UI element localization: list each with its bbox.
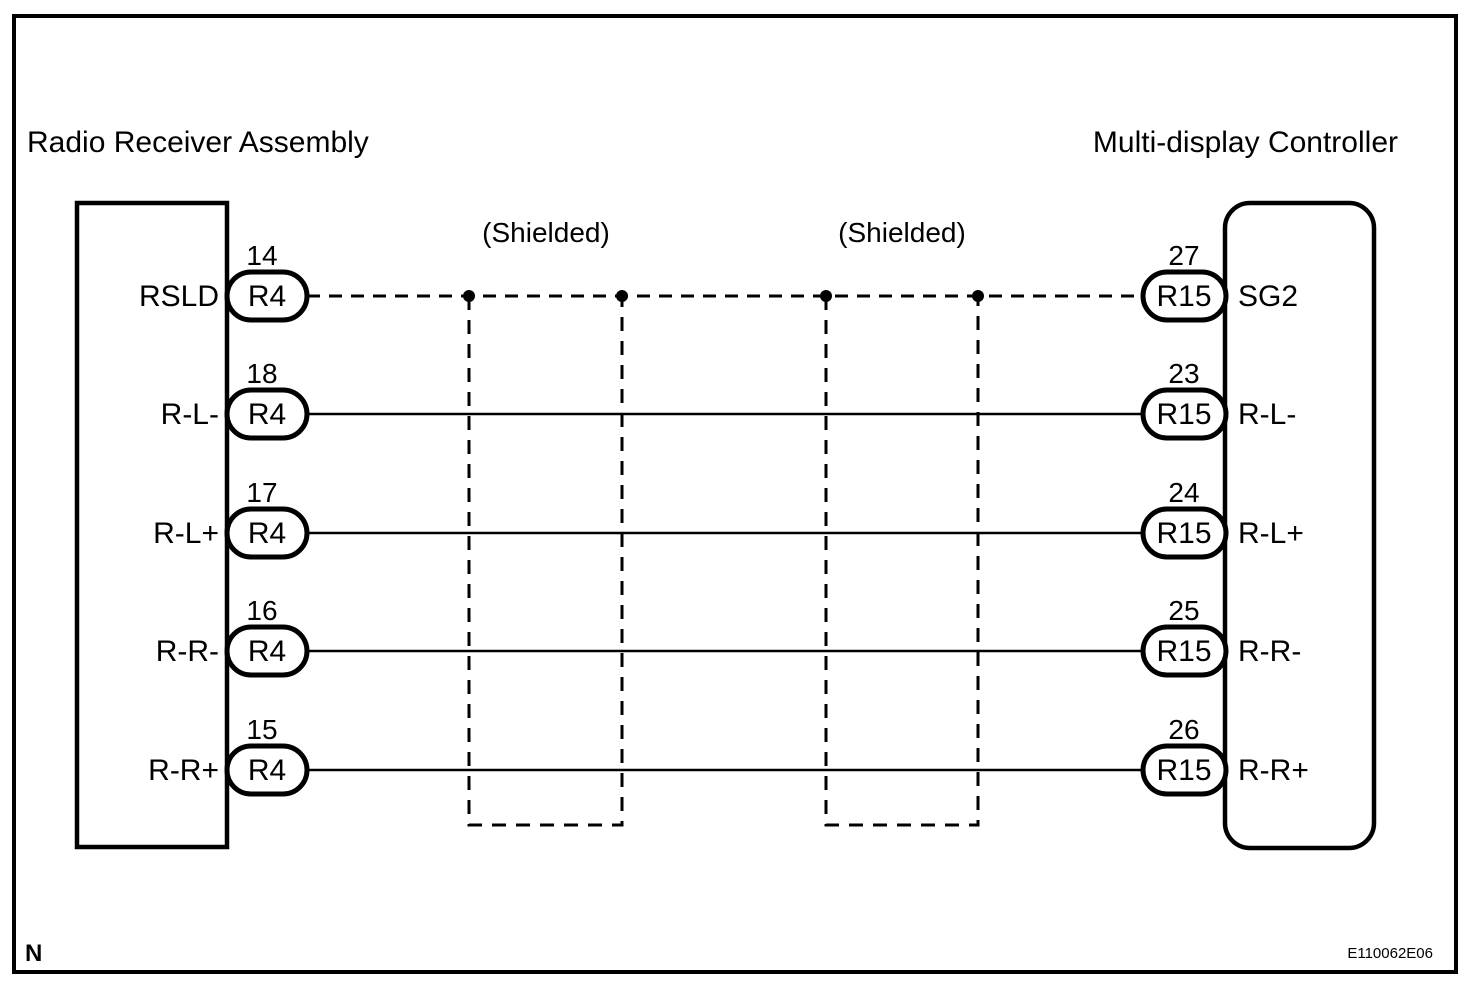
left-signal-label: RSLD (139, 280, 219, 313)
shield-junction-dot (820, 290, 832, 302)
left-pin-terminal (224, 269, 310, 323)
right-pin-number: 26 (1168, 714, 1199, 745)
left-pin-terminal (224, 506, 310, 560)
wire-row: 18 R4 R-L- 23 R15 R-L- (161, 358, 1296, 441)
left-connector-code: R4 (248, 517, 286, 550)
left-component-title: Radio Receiver Assembly (27, 126, 369, 159)
right-pin-terminal (1140, 624, 1229, 678)
wire-row: 14 R4 RSLD 27 R15 SG2 (139, 240, 1298, 323)
right-connector-code: R15 (1156, 754, 1211, 787)
left-signal-label: R-R- (156, 635, 219, 668)
left-connector-code: R4 (248, 280, 286, 313)
left-connector-code: R4 (248, 398, 286, 431)
right-signal-label: R-L- (1238, 398, 1296, 431)
right-pin-number: 24 (1168, 477, 1199, 508)
left-connector-code: R4 (248, 754, 286, 787)
note-marker: N (25, 940, 42, 967)
left-signal-label: R-L- (161, 398, 219, 431)
right-connector-code: R15 (1156, 635, 1211, 668)
left-pin-number: 16 (246, 595, 277, 626)
left-pin-terminal (224, 387, 310, 441)
left-pin-terminal (224, 743, 310, 797)
wire-row: 17 R4 R-L+ 24 R15 R-L+ (153, 477, 1304, 560)
left-pin-number: 14 (246, 240, 277, 271)
left-pin-number: 18 (246, 358, 277, 389)
right-pin-terminal (1140, 269, 1229, 323)
wire-row: 16 R4 R-R- 25 R15 R-R- (156, 595, 1301, 678)
diagram-border (12, 14, 1458, 974)
shield-junction-dot (616, 290, 628, 302)
shield-junction-dot (972, 290, 984, 302)
right-signal-label: R-R+ (1238, 754, 1309, 787)
figure-code: E110062E06 (1347, 945, 1433, 962)
shield-junction-dot (463, 290, 475, 302)
shield-label: (Shielded) (838, 217, 966, 248)
right-connector-code: R15 (1156, 398, 1211, 431)
wire-row: 15 R4 R-R+ 26 R15 R-R+ (148, 714, 1309, 797)
left-signal-label: R-L+ (153, 517, 219, 550)
right-signal-label: R-R- (1238, 635, 1301, 668)
right-signal-label: SG2 (1238, 280, 1298, 313)
left-pin-number: 15 (246, 714, 277, 745)
right-pin-terminal (1140, 506, 1229, 560)
right-component-title: Multi-display Controller (1093, 126, 1398, 159)
right-pin-terminal (1140, 743, 1229, 797)
right-signal-label: R-L+ (1238, 517, 1304, 550)
shield-outline (824, 296, 980, 827)
left-pin-terminal (224, 624, 310, 678)
shield-outline (467, 296, 624, 827)
right-pin-terminal (1140, 387, 1229, 441)
right-pin-number: 25 (1168, 595, 1199, 626)
right-pin-number: 23 (1168, 358, 1199, 389)
right-connector-code: R15 (1156, 517, 1211, 550)
right-pin-number: 27 (1168, 240, 1199, 271)
right-connector-code: R15 (1156, 280, 1211, 313)
left-signal-label: R-R+ (148, 754, 219, 787)
left-connector-code: R4 (248, 635, 286, 668)
left-pin-number: 17 (246, 477, 277, 508)
shield-label: (Shielded) (482, 217, 610, 248)
